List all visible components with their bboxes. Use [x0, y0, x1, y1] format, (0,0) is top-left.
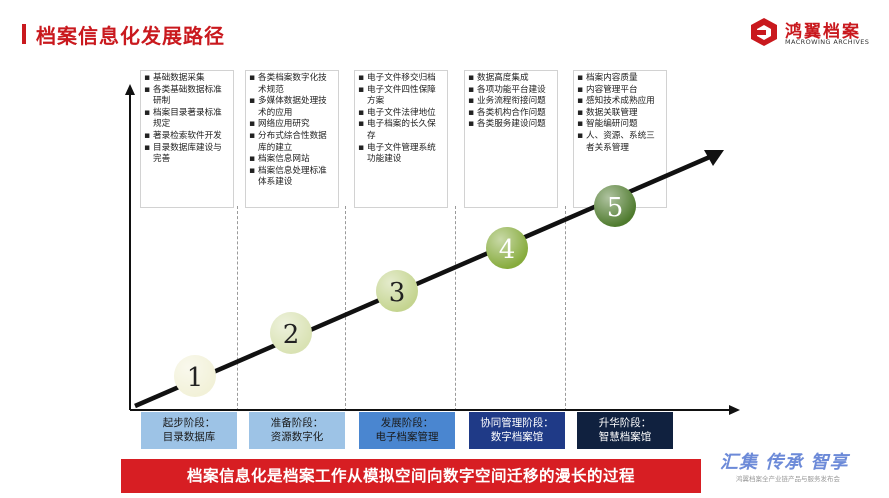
ball-shine [376, 270, 418, 312]
stage-ball-4: 4 [486, 227, 528, 269]
ball-shine [594, 185, 636, 227]
note-item: 电子文件四性保障方案 [358, 85, 444, 108]
page-title: 档案信息化发展路径 [36, 24, 225, 48]
note-item: 各类档案数字化技术规范 [249, 73, 335, 96]
stage-divider [455, 206, 456, 411]
note-item: 各类机构合作问题 [468, 108, 554, 120]
note-item: 数据高度集成 [468, 73, 554, 85]
stage-divider [565, 206, 566, 411]
ball-number: 5 [607, 193, 624, 223]
stage-phase-name: 资源数字化 [270, 431, 324, 443]
stage-phase-name: 目录数据库 [162, 431, 216, 443]
note-item: 档案内容质量 [577, 73, 663, 85]
stage-ball-3: 3 [376, 270, 418, 312]
stage-4-label: 协同管理阶段： 数字档案馆 [469, 412, 565, 449]
note-item: 人、资源、系统三者关系管理 [577, 131, 663, 154]
slogan: 汇集 传承 智享 [720, 452, 849, 473]
summary-banner: 档案信息化是档案工作从模拟空间向数字空间迁移的漫长的过程 [121, 459, 701, 493]
note-item: 内容管理平台 [577, 85, 663, 97]
ball-number: 3 [389, 278, 406, 308]
note-item: 著录检索软件开发 [144, 131, 230, 143]
stage-phase: 发展阶段： [380, 417, 434, 429]
note-item: 档案信息处理标准体系建设 [249, 166, 335, 189]
ball-shine [270, 312, 312, 354]
stage-phase: 准备阶段： [270, 417, 324, 429]
note-item: 各类基础数据标准研制 [144, 85, 230, 108]
note-item: 多媒体数据处理技术的应用 [249, 96, 335, 119]
progress-arrow [134, 150, 724, 409]
footer-note: 鸿翼档案全产业链产品与服务发布会 [736, 475, 840, 483]
note-item: 各类服务建设问题 [468, 119, 554, 131]
note-item: 电子文件法律地位 [358, 108, 444, 120]
stage-phase: 升华阶段： [598, 417, 652, 429]
note-item: 电子文件管理系统功能建设 [358, 143, 444, 166]
stage-phase-name: 数字档案馆 [490, 431, 544, 443]
brand-name-en: MACROWING ARCHIVES [785, 38, 870, 46]
stage-divider [237, 206, 238, 411]
stage-ball-1: 1 [174, 355, 216, 397]
stage-5-label: 升华阶段： 智慧档案馆 [577, 412, 673, 449]
note-item: 档案目录著录标准规定 [144, 108, 230, 131]
stage-3-label: 发展阶段： 电子档案管理 [359, 412, 455, 449]
note-item: 各项功能平台建设 [468, 85, 554, 97]
y-axis [125, 84, 135, 410]
brand-name-cn: 鸿翼档案 [785, 22, 861, 42]
note-item: 档案信息网站 [249, 154, 335, 166]
ball-number: 2 [283, 320, 300, 350]
brand-logo: 鸿翼档案 MACROWING ARCHIVES [748, 16, 878, 48]
stage-phase: 协同管理阶段： [480, 417, 554, 429]
stage-4-notes: 数据高度集成 各项功能平台建设 业务流程衔接问题 各类机构合作问题 各类服务建设… [464, 70, 558, 208]
ball-shine [486, 227, 528, 269]
ball-number: 4 [499, 235, 516, 265]
note-item: 电子档案的长久保存 [358, 119, 444, 142]
stage-phase-name: 智慧档案馆 [598, 431, 652, 443]
title-accent-bar [22, 24, 26, 44]
stage-1-notes: 基础数据采集 各类基础数据标准研制 档案目录著录标准规定 著录检索软件开发 目录… [140, 70, 234, 208]
note-item: 网络应用研究 [249, 119, 335, 131]
note-item: 业务流程衔接问题 [468, 96, 554, 108]
stage-divider [345, 206, 346, 411]
note-item: 感知技术成熟应用 [577, 96, 663, 108]
brand-logo-icon [751, 18, 777, 46]
note-item: 基础数据采集 [144, 73, 230, 85]
stage-ball-2: 2 [270, 312, 312, 354]
note-item: 电子文件移交归档 [358, 73, 444, 85]
stage-phase-name: 电子档案管理 [375, 431, 439, 443]
note-item: 数据关联管理 [577, 108, 663, 120]
ball-number: 1 [187, 363, 204, 393]
stage-ball-5: 5 [594, 185, 636, 227]
stage-5-notes: 档案内容质量 内容管理平台 感知技术成熟应用 数据关联管理 智能编研问题 人、资… [573, 70, 667, 208]
stage-2-notes: 各类档案数字化技术规范 多媒体数据处理技术的应用 网络应用研究 分布式综合性数据… [245, 70, 339, 208]
stage-1-label: 起步阶段： 目录数据库 [141, 412, 237, 449]
x-axis [130, 405, 740, 415]
note-item: 分布式综合性数据库的建立 [249, 131, 335, 154]
note-item: 目录数据库建设与完善 [144, 143, 230, 166]
stage-phase: 起步阶段： [162, 417, 216, 429]
stage-3-notes: 电子文件移交归档 电子文件四性保障方案 电子文件法律地位 电子档案的长久保存 电… [354, 70, 448, 208]
ball-shine [174, 355, 216, 397]
note-item: 智能编研问题 [577, 119, 663, 131]
stage-2-label: 准备阶段： 资源数字化 [249, 412, 345, 449]
